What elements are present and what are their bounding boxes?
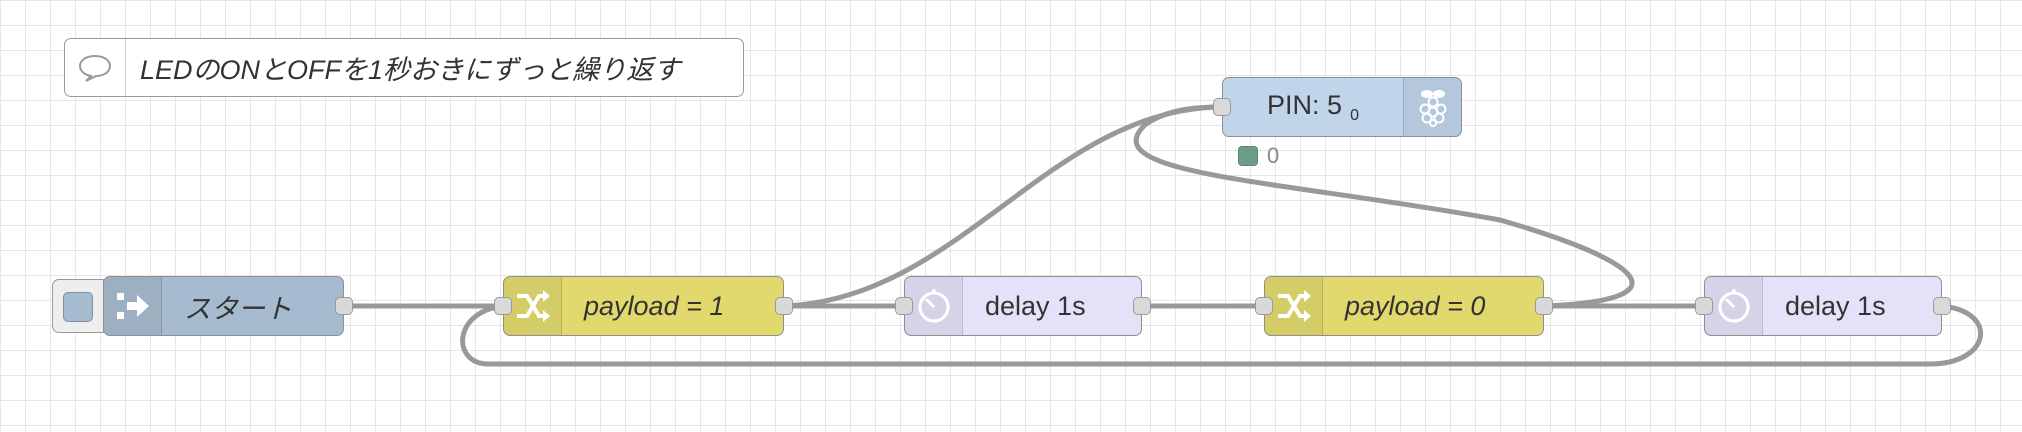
change-node-payload-0[interactable]: payload = 0 <box>1255 276 1553 336</box>
gpio-status-text: 0 <box>1267 143 1280 168</box>
delay1-input-port[interactable] <box>895 297 913 315</box>
delay2-label: delay 1s <box>1785 290 1886 321</box>
delay1-output-port[interactable] <box>1133 297 1151 315</box>
change0-output-port[interactable] <box>1535 297 1553 315</box>
gpio-pin-label: PIN: 5 <box>1267 89 1343 120</box>
change1-output-port[interactable] <box>775 297 793 315</box>
delay1-label: delay 1s <box>985 290 1086 321</box>
inject-output-port[interactable] <box>335 297 353 315</box>
wire-change0-to-gpio[interactable] <box>1133 104 1635 309</box>
inject-trigger-square <box>63 292 93 322</box>
gpio-pin-sub: 0 <box>1350 106 1359 124</box>
speech-bubble-icon <box>65 39 126 96</box>
change1-label: payload = 1 <box>584 290 725 321</box>
shuffle-icon <box>504 277 562 335</box>
rpi-gpio-out-node[interactable]: PIN: 5 0 <box>1213 77 1462 137</box>
raspberry-pi-icon <box>1403 78 1461 136</box>
wire-delay2-loop-to-change1[interactable] <box>460 303 1984 367</box>
delay-node-2[interactable]: delay 1s <box>1695 276 1951 336</box>
timer-icon <box>1705 277 1763 335</box>
status-dot <box>1238 146 1258 166</box>
change-node-payload-1[interactable]: payload = 1 <box>494 276 793 336</box>
gpio-input-port[interactable] <box>1213 98 1231 116</box>
shuffle-icon <box>1265 277 1323 335</box>
comment-text: LEDのONとOFFを1秒おきにずっと繰り返す <box>140 55 681 85</box>
gpio-label: PIN: 5 0 <box>1223 90 1403 125</box>
change0-input-port[interactable] <box>1255 297 1273 315</box>
comment-node[interactable]: LEDのONとOFFを1秒おきにずっと繰り返す <box>64 38 744 97</box>
change0-label: payload = 0 <box>1345 290 1486 321</box>
inject-node[interactable]: スタート <box>103 276 353 336</box>
inject-arrow-icon <box>104 277 162 335</box>
delay2-input-port[interactable] <box>1695 297 1713 315</box>
timer-icon <box>905 277 963 335</box>
gpio-status: 0 <box>1238 143 1279 169</box>
change1-input-port[interactable] <box>494 297 512 315</box>
inject-trigger-button[interactable] <box>52 279 104 333</box>
inject-label: スタート <box>184 293 292 324</box>
delay2-output-port[interactable] <box>1933 297 1951 315</box>
delay-node-1[interactable]: delay 1s <box>895 276 1151 336</box>
